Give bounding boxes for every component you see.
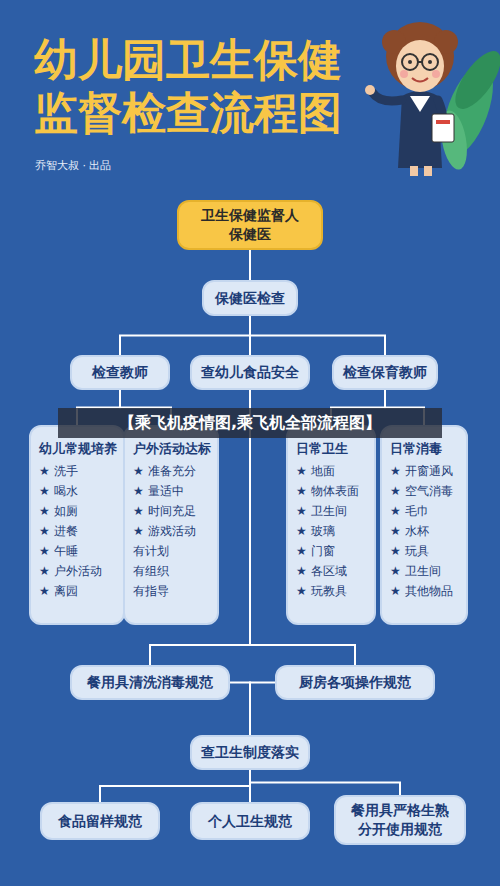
- leg: [410, 166, 418, 176]
- box-label: 餐用具清洗消毒规范: [87, 673, 213, 692]
- connector-line: [250, 770, 400, 795]
- connector-line: [249, 250, 251, 280]
- book: [432, 114, 454, 142]
- list-item: ★ 玩教具: [296, 581, 347, 601]
- list-item: ★ 量适中: [133, 481, 184, 501]
- list-item: ★ 卫生间: [390, 561, 441, 581]
- list-item: ★ 玻璃: [296, 521, 335, 541]
- process-box: 检查教师: [70, 355, 170, 390]
- face: [396, 40, 444, 92]
- process-box: 保健医检查: [202, 280, 298, 316]
- list-item: ★ 如厕: [39, 501, 78, 521]
- checklist-box: 日常卫生★ 地面★ 物体表面★ 卫生间★ 玻璃★ 门窗★ 各区域★ 玩教具: [286, 425, 376, 625]
- process-box: 个人卫生规范: [190, 802, 310, 840]
- title: 幼儿园卫生保健监督检查流程图: [34, 34, 354, 140]
- mouth: [412, 78, 428, 82]
- connector-line: [250, 316, 385, 355]
- list-item: ★ 准备充分: [133, 461, 196, 481]
- arm: [372, 92, 402, 101]
- box-label: 食品留样规范: [58, 812, 142, 831]
- list-item: ★ 喝水: [39, 481, 78, 501]
- process-box: 餐用具严格生熟分开使用规范: [334, 795, 466, 845]
- list-item: ★ 地面: [296, 461, 335, 481]
- list-item: ★ 进餐: [39, 521, 78, 541]
- collar: [410, 96, 430, 112]
- box-label: 卫生保健监督人 保健医: [200, 206, 301, 244]
- process-box: 食品留样规范: [40, 802, 160, 840]
- process-box: 查幼儿食品安全: [190, 355, 310, 390]
- process-box: 餐用具清洗消毒规范: [70, 665, 230, 700]
- box-label: 查幼儿食品安全: [201, 363, 299, 382]
- list-item: ★ 空气消毒: [390, 481, 453, 501]
- supervisor-box: 卫生保健监督人 保健医: [177, 200, 323, 250]
- list-item: ★ 开窗通风: [390, 461, 453, 481]
- connector-line: [230, 683, 250, 736]
- hand: [365, 85, 375, 95]
- glasses: [402, 54, 418, 70]
- leaf: [447, 44, 500, 116]
- checklist-box: 日常消毒★ 开窗通风★ 空气消毒★ 毛巾★ 水杯★ 玩具★ 卫生间★ 其他物品: [380, 425, 468, 625]
- list-item: ★ 离园: [39, 581, 78, 601]
- eye: [408, 60, 412, 64]
- box-label: 检查保育教师: [343, 363, 427, 382]
- leg: [424, 166, 432, 176]
- eye: [428, 60, 432, 64]
- box-label: 保健医检查: [215, 289, 285, 308]
- list-item: ★ 游戏活动: [133, 521, 196, 541]
- box-label: 厨房各项操作规范: [299, 673, 411, 692]
- checklist-box: 幼儿常规培养★ 洗手★ 喝水★ 如厕★ 进餐★ 午睡★ 户外活动★ 离园: [29, 425, 125, 625]
- glasses: [418, 61, 422, 63]
- list-item: ★ 水杯: [390, 521, 429, 541]
- glasses: [422, 54, 438, 70]
- list-heading: 幼儿常规培养: [39, 439, 117, 459]
- process-box: 检查保育教师: [332, 355, 438, 390]
- cheek: [432, 70, 440, 78]
- connector-line: [100, 770, 250, 802]
- list-item: 有组织: [133, 561, 169, 581]
- list-item: ★ 其他物品: [390, 581, 453, 601]
- list-item: ★ 洗手: [39, 461, 78, 481]
- credit-label: 乔智大叔 · 出品: [35, 158, 112, 173]
- list-item: ★ 午睡: [39, 541, 78, 561]
- box-label: 查卫生制度落实: [201, 743, 299, 762]
- list-item: 有指导: [133, 581, 169, 601]
- teacher-illustration: [350, 0, 500, 180]
- list-item: ★ 毛巾: [390, 501, 429, 521]
- list-item: ★ 户外活动: [39, 561, 102, 581]
- cheek: [400, 70, 408, 78]
- list-item: ★ 时间充足: [133, 501, 196, 521]
- list-item: ★ 物体表面: [296, 481, 359, 501]
- list-item: ★ 门窗: [296, 541, 335, 561]
- box-label: 个人卫生规范: [208, 812, 292, 831]
- list-item: ★ 卫生间: [296, 501, 347, 521]
- watermark: 【乘飞机疫情图,乘飞机全部流程图】: [58, 408, 442, 438]
- connector-line: [120, 316, 250, 355]
- process-box: 厨房各项操作规范: [275, 665, 435, 700]
- list-item: ★ 各区域: [296, 561, 347, 581]
- connector-line: [250, 683, 275, 736]
- list-item: 有计划: [133, 541, 169, 561]
- process-box: 查卫生制度落实: [190, 735, 310, 770]
- list-heading: 日常消毒: [390, 439, 442, 459]
- book-mark: [436, 120, 450, 124]
- box-label: 餐用具严格生熟分开使用规范: [350, 801, 451, 839]
- list-heading: 户外活动达标: [133, 439, 211, 459]
- list-heading: 日常卫生: [296, 439, 348, 459]
- list-item: ★ 玩具: [390, 541, 429, 561]
- box-label: 检查教师: [92, 363, 148, 382]
- checklist-box: 户外活动达标★ 准备充分★ 量适中★ 时间充足★ 游戏活动有计划有组织有指导: [123, 425, 219, 625]
